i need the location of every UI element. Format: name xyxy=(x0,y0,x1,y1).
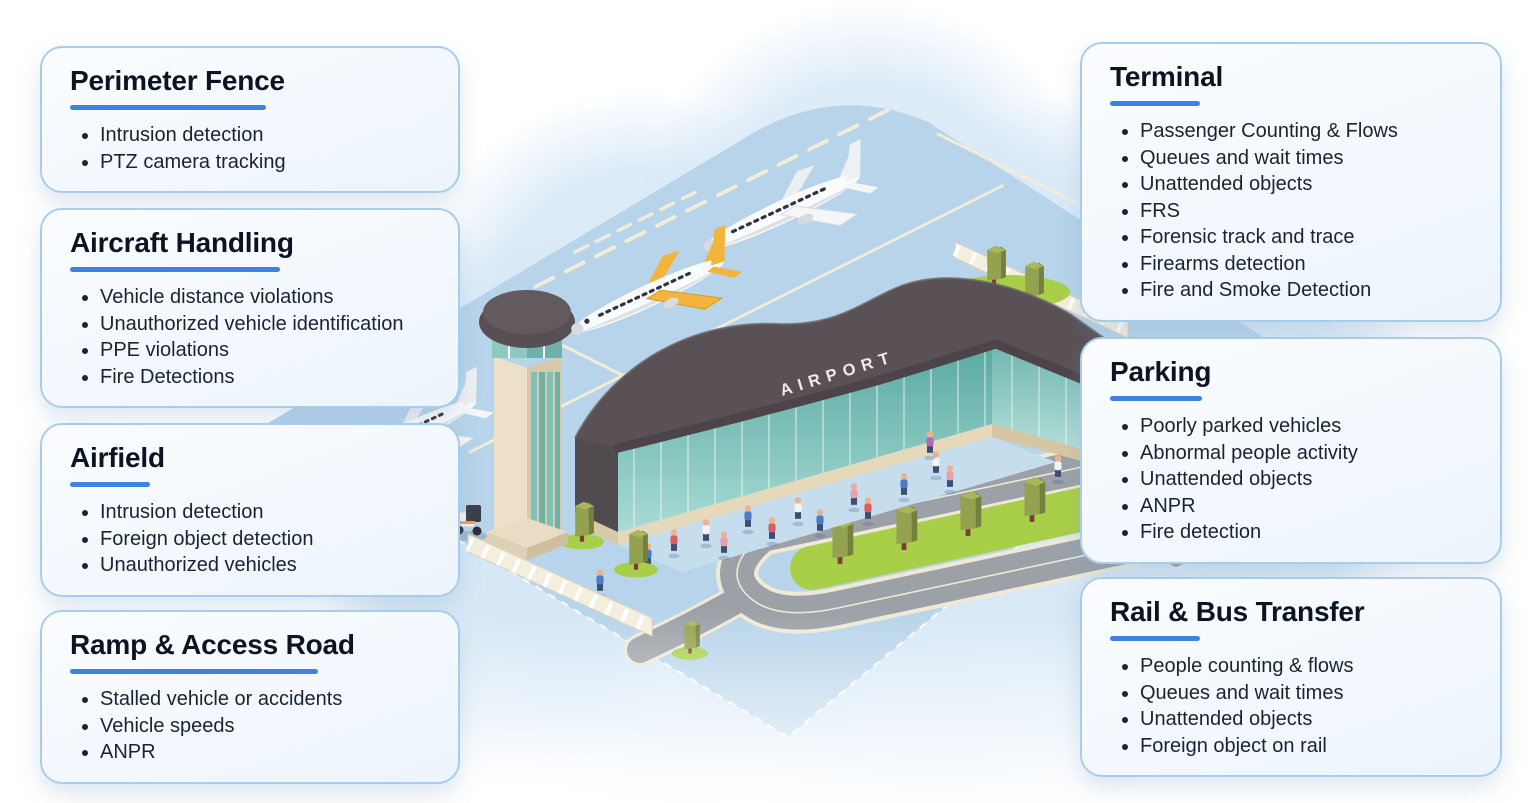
card-bullet: Intrusion detection xyxy=(100,499,432,526)
card-title: Aircraft Handling xyxy=(70,227,294,258)
card-perimeter-fence: Perimeter Fence Intrusion detection PTZ … xyxy=(40,46,460,193)
card-bullet-list: Stalled vehicle or accidents Vehicle spe… xyxy=(70,686,432,766)
card-bullet: Queues and wait times xyxy=(1140,145,1474,172)
card-title: Ramp & Access Road xyxy=(70,629,355,660)
card-rail-bus-transfer: Rail & Bus Transfer People counting & fl… xyxy=(1080,577,1502,777)
card-bullet: People counting & flows xyxy=(1140,653,1474,680)
card-bullet: ANPR xyxy=(1140,493,1474,520)
card-airfield: Airfield Intrusion detection Foreign obj… xyxy=(40,423,460,597)
card-bullet: PTZ camera tracking xyxy=(100,149,432,176)
card-bullet: Unattended objects xyxy=(1140,466,1474,493)
card-bullet: Stalled vehicle or accidents xyxy=(100,686,432,713)
card-bullet: Queues and wait times xyxy=(1140,680,1474,707)
card-title: Terminal xyxy=(1110,61,1224,92)
card-bullet: Firearms detection xyxy=(1140,251,1474,278)
card-bullet: Abnormal people activity xyxy=(1140,440,1474,467)
card-ramp-access-road: Ramp & Access Road Stalled vehicle or ac… xyxy=(40,610,460,784)
card-bullet: FRS xyxy=(1140,198,1474,225)
card-parking: Parking Poorly parked vehicles Abnormal … xyxy=(1080,337,1502,564)
card-bullet: Forensic track and trace xyxy=(1140,224,1474,251)
card-bullet: Foreign object on rail xyxy=(1140,733,1474,760)
card-title: Rail & Bus Transfer xyxy=(1110,596,1365,627)
card-bullet: Vehicle speeds xyxy=(100,713,432,740)
card-bullet-list: Intrusion detection Foreign object detec… xyxy=(70,499,432,579)
card-title: Airfield xyxy=(70,442,165,473)
card-bullet-list: Passenger Counting & Flows Queues and wa… xyxy=(1110,118,1474,304)
card-bullet: Unattended objects xyxy=(1140,706,1474,733)
title-underline xyxy=(70,105,266,110)
card-bullet: Poorly parked vehicles xyxy=(1140,413,1474,440)
card-bullet: Unattended objects xyxy=(1140,171,1474,198)
title-underline xyxy=(1110,101,1200,106)
card-bullet-list: Intrusion detection PTZ camera tracking xyxy=(70,122,432,175)
title-underline xyxy=(1110,396,1202,401)
title-underline xyxy=(70,482,150,487)
card-bullet: Unauthorized vehicle identification xyxy=(100,311,432,338)
card-bullet: Unauthorized vehicles xyxy=(100,552,432,579)
card-bullet: Passenger Counting & Flows xyxy=(1140,118,1474,145)
card-bullet-list: Vehicle distance violations Unauthorized… xyxy=(70,284,432,390)
title-underline xyxy=(70,669,318,674)
card-bullet: Fire Detections xyxy=(100,364,432,391)
card-bullet: Vehicle distance violations xyxy=(100,284,432,311)
card-bullet: PPE violations xyxy=(100,337,432,364)
median-green xyxy=(790,477,1120,590)
terminal-building: AIRPORT xyxy=(574,277,1154,572)
card-bullet: ANPR xyxy=(100,739,432,766)
title-underline xyxy=(1110,636,1200,641)
card-bullet-list: Poorly parked vehicles Abnormal people a… xyxy=(1110,413,1474,546)
card-terminal: Terminal Passenger Counting & Flows Queu… xyxy=(1080,42,1502,322)
title-underline xyxy=(70,267,280,272)
card-bullet: Fire and Smoke Detection xyxy=(1140,277,1474,304)
card-aircraft-handling: Aircraft Handling Vehicle distance viola… xyxy=(40,208,460,408)
card-title: Parking xyxy=(1110,356,1212,387)
card-bullet: Foreign object detection xyxy=(100,526,432,553)
card-bullet: Intrusion detection xyxy=(100,122,432,149)
card-title: Perimeter Fence xyxy=(70,65,285,96)
card-bullet: Fire detection xyxy=(1140,519,1474,546)
card-bullet-list: People counting & flows Queues and wait … xyxy=(1110,653,1474,759)
control-tower xyxy=(479,290,575,560)
